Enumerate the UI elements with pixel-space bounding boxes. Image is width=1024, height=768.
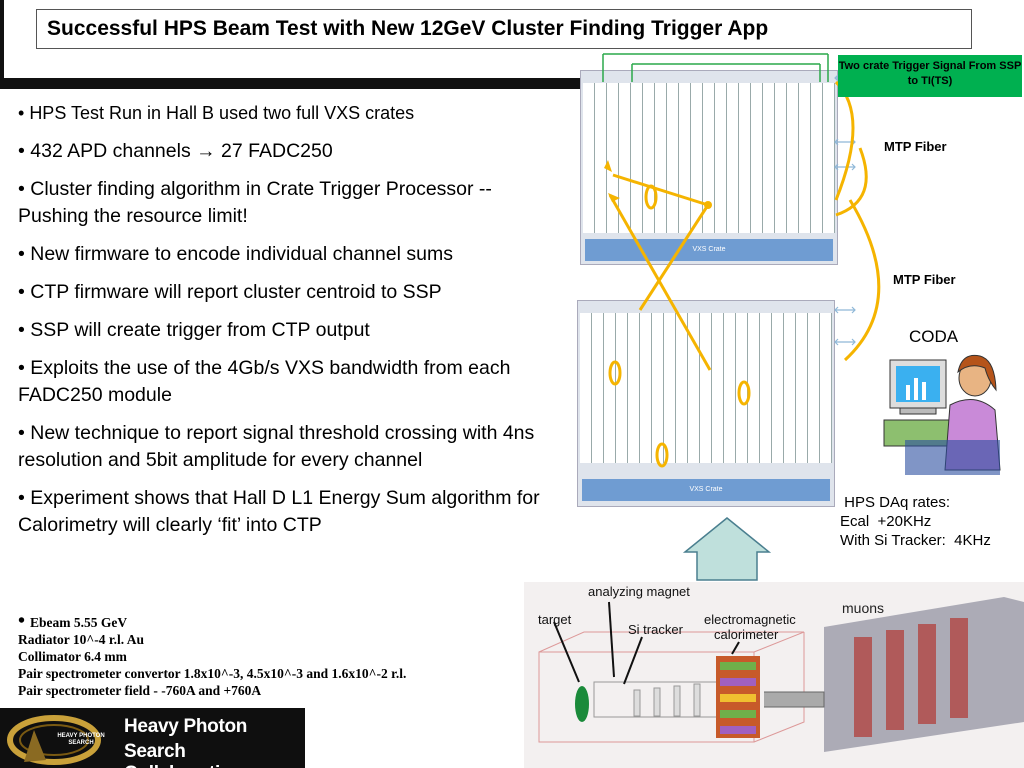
bullet-text: Experiment shows that Hall D L1 Energy S…: [18, 487, 540, 536]
bullet-text: Cluster finding algorithm in Crate Trigg…: [18, 178, 492, 227]
detector-diagram: analyzing magnet target Si tracker elect…: [524, 582, 1024, 768]
trigger-arrows: [602, 53, 829, 82]
param-line: Collimator 6.4 mm: [18, 649, 127, 664]
param-line: Pair spectrometer convertor 1.8x10^-3, 4…: [18, 666, 407, 681]
crate-slot: [787, 83, 799, 233]
vxs-crate-bottom: VXS Crate: [577, 300, 835, 507]
crate-slot: [751, 83, 763, 233]
crate-slot: [604, 313, 616, 463]
crate-slots: [583, 83, 835, 233]
crate-slot: [703, 83, 715, 233]
bullet-item: • Experiment shows that Hall D L1 Energy…: [18, 487, 540, 536]
param-line: • Ebeam 5.55 GeV: [18, 610, 128, 632]
bullet-item: • Exploits the use of the 4Gb/s VXS band…: [18, 357, 511, 406]
bullet-item: • CTP firmware will report cluster centr…: [18, 281, 442, 303]
crate-slot: [619, 83, 631, 233]
label-si-tracker: Si tracker: [628, 622, 683, 637]
footer-title-line1: Heavy Photon: [124, 716, 248, 737]
crate-backplane: VXS Crate: [585, 239, 833, 261]
param-text: Ebeam 5.55 GeV: [30, 615, 128, 630]
crate-slot: [739, 83, 751, 233]
crate-slot: [691, 83, 703, 233]
fiber-arrowhead: [608, 193, 620, 202]
bullet-text: CTP firmware will report cluster centroi…: [30, 281, 442, 303]
detector-drawing: [524, 582, 1024, 768]
crate-slot: [652, 313, 664, 463]
title-underline-bar: [0, 78, 836, 89]
crate-slot: [640, 313, 652, 463]
crate-slot: [664, 313, 676, 463]
crate-slot: [796, 313, 808, 463]
footer-title-line2: Search Collaboration: [124, 741, 243, 768]
param-line: Radiator 10^-4 r.l. Au: [18, 632, 144, 647]
label-ecal-line1: electromagnetic: [704, 612, 796, 627]
bullet-item: • Cluster finding algorithm in Crate Tri…: [18, 178, 492, 227]
bullet-list: • HPS Test Run in Hall B used two full V…: [18, 100, 548, 550]
crate-slot: [712, 313, 724, 463]
label-ecal-line2: calorimeter: [714, 627, 779, 642]
crate-slot: [808, 313, 820, 463]
mtp-fiber-lines: [608, 80, 881, 468]
crate-slot: [823, 83, 835, 233]
coda-label: CODA: [909, 327, 959, 346]
bullet-text: New firmware to encode individual channe…: [30, 243, 453, 265]
crate-slot: [715, 83, 727, 233]
crate-slot: [775, 83, 787, 233]
crate-slots: [580, 313, 832, 463]
slide-title: Successful HPS Beam Test with New 12GeV …: [47, 17, 769, 40]
crate-slot: [820, 313, 832, 463]
crate-slot: [727, 83, 739, 233]
bullet-text: Exploits the use of the 4Gb/s VXS bandwi…: [18, 357, 511, 406]
crate-slot: [760, 313, 772, 463]
footer-banner: HEAVY PHOTON SEARCH Heavy Photon Search …: [0, 708, 305, 768]
trigger-signal-box: Two crate Trigger Signal From SSP to TI(…: [838, 55, 1022, 97]
bullet-item: • New firmware to encode individual chan…: [18, 243, 453, 265]
bullet-item: • HPS Test Run in Hall B used two full V…: [18, 103, 415, 123]
crate-slot: [592, 313, 604, 463]
label-muons: muons: [842, 600, 885, 616]
vxs-crate-top: VXS Crate: [580, 70, 838, 265]
mtp-fiber-label-top: MTP Fiber: [884, 139, 947, 154]
bullet-item: • 432 APD channels → 27 FADC250: [18, 140, 333, 162]
crate-slot: [631, 83, 643, 233]
bullet-text: SSP will create trigger from CTP output: [30, 319, 370, 341]
fiber-node: [704, 201, 712, 209]
hps-logo-icon: [7, 715, 101, 765]
bullet-text: HPS Test Run in Hall B used two full VXS…: [29, 103, 415, 123]
title-box: Successful HPS Beam Test with New 12GeV …: [36, 9, 972, 49]
crate-backplane: VXS Crate: [582, 479, 830, 501]
crate-slot: [595, 83, 607, 233]
crate-slot: [784, 313, 796, 463]
bullet-item: • New technique to report signal thresho…: [18, 422, 535, 471]
left-edge-bar: [0, 0, 4, 80]
crate-slot: [700, 313, 712, 463]
crate-slot: [628, 313, 640, 463]
bullet-text: New technique to report signal threshold…: [18, 422, 535, 471]
label-analyzing-magnet: analyzing magnet: [588, 584, 690, 599]
bullet-text: 432 APD channels → 27 FADC250: [30, 140, 333, 162]
daq-rates-text: HPS DAq rates: Ecal +20KHz With Si Track…: [840, 494, 991, 549]
param-line: Pair spectrometer field - -760A and +760…: [18, 683, 262, 698]
label-target: target: [538, 612, 572, 627]
bullet-item: • SSP will create trigger from CTP outpu…: [18, 319, 370, 341]
crate-slot: [748, 313, 760, 463]
crate-slot: [799, 83, 811, 233]
crate-slot: [580, 313, 592, 463]
up-arrow-icon: [682, 517, 772, 581]
crate-slot: [676, 313, 688, 463]
crate-slot: [763, 83, 775, 233]
crate-slot: [724, 313, 736, 463]
crate-slot: [772, 313, 784, 463]
computer-user-icon: [883, 354, 1001, 475]
logo-text: HEAVY PHOTON SEARCH: [57, 733, 105, 746]
crate-slot: [811, 83, 823, 233]
crate-slot: [688, 313, 700, 463]
beam-parameters: • Ebeam 5.55 GeV Radiator 10^-4 r.l. Au …: [18, 610, 518, 699]
crate-slot: [655, 83, 667, 233]
crate-slot: [616, 313, 628, 463]
mtp-fiber-label-bottom: MTP Fiber: [893, 272, 956, 287]
fiber-arrowhead: [604, 160, 612, 172]
crate-slot: [583, 83, 595, 233]
